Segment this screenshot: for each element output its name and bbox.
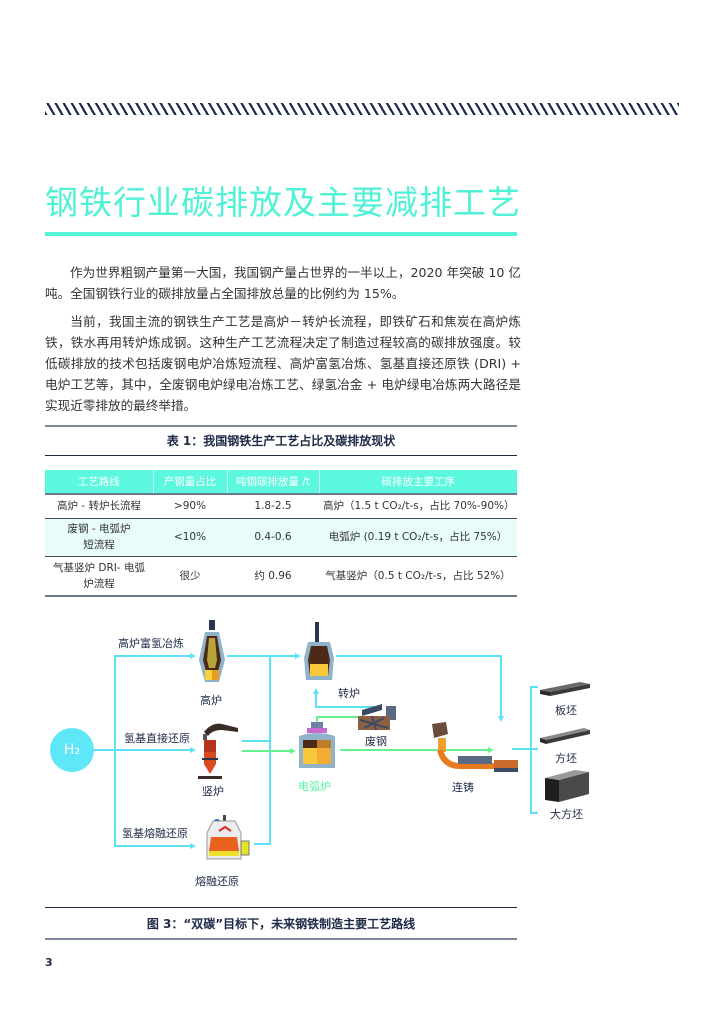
title-underline (45, 232, 517, 236)
cell-emission: 1.8-2.5 (227, 494, 319, 519)
paragraph-2-text: 当前，我国主流的钢铁生产工艺是高炉－转炉长流程，即铁矿石和焦炭在高炉炼铁，铁水再… (45, 314, 521, 413)
product-label-billet: 方坯 (555, 752, 577, 765)
cell-route: 高炉 - 转炉长流程 (45, 494, 153, 519)
route-bf-line (114, 655, 194, 657)
section-title: 钢铁行业碳排放及主要减排工艺 (45, 183, 521, 222)
eaf-to-caster-line (340, 749, 490, 751)
arrow-up-icon (313, 688, 319, 694)
cell-emission: 约 0.96 (227, 556, 319, 597)
shaft-furnace-icon (198, 723, 238, 779)
table-header-row: 工艺路线 产钢量占比 吨钢碳排放量 /t 碳排放主要工序 (45, 470, 517, 495)
scrap-to-eaf-line (318, 716, 358, 718)
billet-icon (540, 728, 590, 744)
table-row: 高炉 - 转炉长流程 >90% 1.8-2.5 高炉（1.5 t CO₂/t-s… (45, 494, 517, 519)
arrow-right-icon (190, 747, 196, 753)
route-label-bf-enrichment: 高炉富氢冶炼 (118, 637, 184, 650)
unit-label-smelting-reduction: 熔融还原 (195, 875, 239, 888)
arrow-down-icon (498, 716, 504, 722)
col-header-route: 工艺路线 (45, 470, 154, 495)
unit-label-blast-furnace: 高炉 (200, 694, 222, 707)
converter-to-caster-line (336, 655, 501, 657)
arrow-right-icon (190, 653, 196, 659)
arrow-right-icon (295, 653, 301, 659)
table-caption: 表 1：我国钢铁生产工艺占比及碳排放现状 (166, 434, 396, 448)
figure-caption-bottom-rule (45, 938, 517, 940)
bloom-icon (545, 770, 589, 802)
shaft-to-collector-line (242, 740, 269, 742)
smelt-to-collector-line (254, 843, 271, 845)
h2-source-node: H₂ (50, 728, 94, 772)
cell-share: <10% (153, 518, 227, 557)
emissions-table: 工艺路线 产钢量占比 吨钢碳排放量 /t 碳排放主要工序 高炉 - 转炉长流程 … (45, 470, 517, 597)
cell-main-process: 高炉（1.5 t CO₂/t-s，占比 70%-90%） (319, 494, 517, 519)
shaft-to-eaf-line (242, 750, 292, 752)
page-number: 3 (45, 956, 53, 969)
eaf-feed-line (316, 716, 318, 724)
cell-main-process: 电弧炉 (0.19 t CO₂/t-s，占比 75%） (319, 518, 517, 557)
table-caption-bottom-rule (45, 455, 517, 456)
converter-down-line (500, 655, 502, 719)
smelting-reduction-icon (206, 815, 250, 860)
figure-caption-top-rule (45, 907, 517, 908)
products-bracket-top (530, 686, 538, 688)
route-smelt-line (114, 845, 194, 847)
scrap-steel-icon (358, 704, 396, 731)
cell-route: 废钢 - 电弧炉短流程 (45, 518, 153, 557)
cell-emission: 0.4-0.6 (227, 518, 319, 557)
scrap-to-converter-line (315, 706, 375, 708)
cell-share: >90% (153, 494, 227, 519)
slab-icon (540, 682, 590, 696)
col-header-emission: 吨钢碳排放量 /t (227, 470, 320, 495)
product-label-slab: 板坯 (555, 704, 577, 717)
electric-arc-furnace-icon (299, 722, 335, 768)
arrow-right-icon (290, 748, 296, 754)
paragraph-1: 作为世界粗钢产量第一大国，我国钢产量占世界的一半以上，2020 年突破 10 亿… (45, 262, 521, 304)
arrow-right-icon (488, 747, 494, 753)
table-row: 气基竖炉 DRI- 电弧炉流程 很少 约 0.96 气基竖炉（0.5 t CO₂… (45, 556, 517, 597)
col-header-share: 产钢量占比 (153, 470, 228, 495)
route-dri-line (94, 749, 194, 751)
products-bracket (530, 686, 532, 814)
cell-main-process: 气基竖炉（0.5 t CO₂/t-s，占比 52%） (319, 556, 517, 597)
caster-to-products-line (512, 748, 538, 750)
figure-caption: 图 3：“双碳”目标下，未来钢铁制造主要工艺路线 (146, 917, 416, 931)
product-label-bloom: 大方坯 (550, 808, 583, 821)
header-hatched-rule (45, 103, 679, 115)
table-caption-top-rule (45, 425, 517, 427)
bf-to-converter-line (227, 655, 297, 657)
converter-feed-line (315, 692, 317, 708)
col-header-main-process: 碳排放主要工序 (319, 470, 517, 495)
unit-label-eaf: 电弧炉 (298, 780, 331, 793)
products-bracket-bottom (530, 812, 538, 814)
table-row: 废钢 - 电弧炉短流程 <10% 0.4-0.6 电弧炉 (0.19 t CO₂… (45, 518, 517, 557)
route-label-smelting: 氢基熔融还原 (122, 827, 188, 840)
unit-label-caster: 连铸 (452, 781, 474, 794)
converter-icon (304, 622, 334, 680)
cell-share: 很少 (153, 556, 227, 597)
continuous-caster-icon (432, 722, 518, 772)
unit-label-shaft-furnace: 竖炉 (202, 785, 224, 798)
arrow-right-icon (190, 843, 196, 849)
unit-label-scrap: 废钢 (365, 735, 387, 748)
h2-label: H₂ (63, 742, 81, 758)
blast-furnace-icon (199, 620, 225, 682)
cell-route: 气基竖炉 DRI- 电弧炉流程 (45, 556, 153, 597)
process-route-diagram: H₂ 高炉富氢冶炼 高炉 氢基直接还原 竖炉 氢基熔融还原 (40, 610, 640, 900)
paragraph-2: 当前，我国主流的钢铁生产工艺是高炉－转炉长流程，即铁矿石和焦炭在高炉炼铁，铁水再… (45, 311, 521, 416)
route-label-dri: 氢基直接还原 (124, 732, 190, 745)
paragraph-1-text: 作为世界粗钢产量第一大国，我国钢产量占世界的一半以上，2020 年突破 10 亿… (45, 265, 521, 301)
unit-label-converter: 转炉 (338, 687, 360, 700)
